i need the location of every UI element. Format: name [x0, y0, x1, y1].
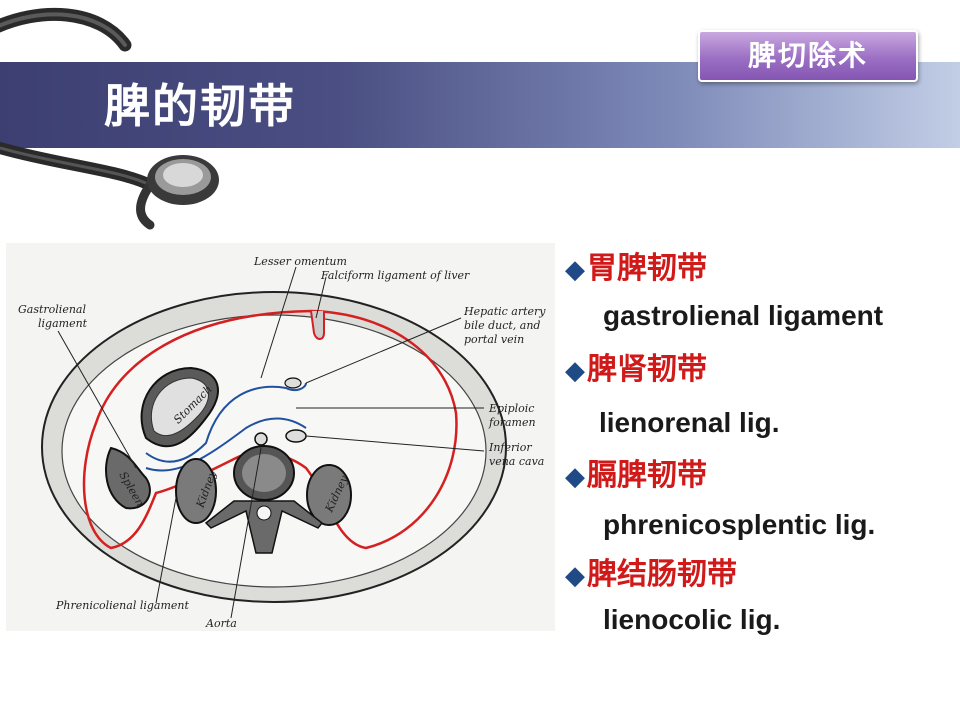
diamond-bullet-icon: ◆: [565, 462, 585, 492]
portal-triad-shape: [284, 377, 302, 389]
ligament-en: lienocolic lig.: [603, 604, 781, 635]
epiploic-label-1: Epiploic: [488, 402, 534, 415]
ligament-en: phrenicosplentic lig.: [603, 509, 876, 540]
section-tag-button[interactable]: 脾切除术: [698, 30, 918, 82]
inferior-label-1: Inferior: [488, 441, 532, 454]
aorta-label: Aorta: [205, 617, 237, 630]
inferior-label-2: vena cava: [489, 455, 544, 468]
page-title: 脾的韧带: [104, 79, 296, 133]
ligament-zh: 脾结肠韧带: [587, 557, 737, 592]
ligament-en: lienorenal lig.: [599, 407, 780, 438]
stethoscope-icon: [0, 7, 219, 230]
vena-cava-shape: [285, 429, 307, 443]
ligament-zh: 胃脾韧带: [587, 251, 707, 286]
left-kidney-shape: [175, 458, 217, 524]
right-kidney-shape: [306, 464, 352, 526]
anatomy-figure: Stomach Spleen Kidney Kidney Lesser: [6, 243, 555, 631]
gastrolienal-label-2: ligament: [38, 317, 88, 330]
falciform-label: Falciform ligament of liver: [320, 269, 470, 282]
section-tag-label: 脾切除术: [747, 39, 868, 72]
list-item: ◆膈脾韧带 phrenicosplentic lig.: [565, 457, 875, 540]
hepatic-label-2: bile duct, and: [464, 319, 540, 332]
leader-lines: [57, 266, 485, 619]
gastrolienal-label-1: Gastrolienal: [18, 303, 86, 316]
falciform-fold: [310, 310, 325, 340]
cross-section-diagram: Stomach Spleen Kidney Kidney Lesser: [18, 255, 546, 630]
list-item: ◆胃脾韧带 gastrolienal ligament: [565, 250, 883, 331]
phrenicolienal-label: Phrenicolienal ligament: [55, 599, 190, 612]
list-item: ◆脾结肠韧带 lienocolic lig.: [565, 556, 780, 635]
ligament-zh: 脾肾韧带: [587, 352, 707, 387]
ligament-zh: 膈脾韧带: [587, 458, 707, 493]
diamond-bullet-icon: ◆: [565, 255, 585, 285]
epiploic-label-2: foramen: [488, 416, 536, 429]
lesser-omentum-label: Lesser omentum: [253, 255, 347, 268]
hepatic-label-3: portal vein: [464, 333, 524, 346]
diamond-bullet-icon: ◆: [565, 356, 585, 386]
vertebra-arch: [204, 500, 324, 554]
diamond-bullet-icon: ◆: [565, 561, 585, 591]
hepatic-label-1: Hepatic artery: [463, 305, 546, 318]
ligament-en: gastrolienal ligament: [603, 300, 884, 331]
aorta-shape: [254, 432, 268, 446]
list-item: ◆脾肾韧带 lienorenal lig.: [565, 351, 779, 438]
lesser-sac-line: [145, 382, 307, 472]
peritoneum-line: [82, 309, 458, 550]
